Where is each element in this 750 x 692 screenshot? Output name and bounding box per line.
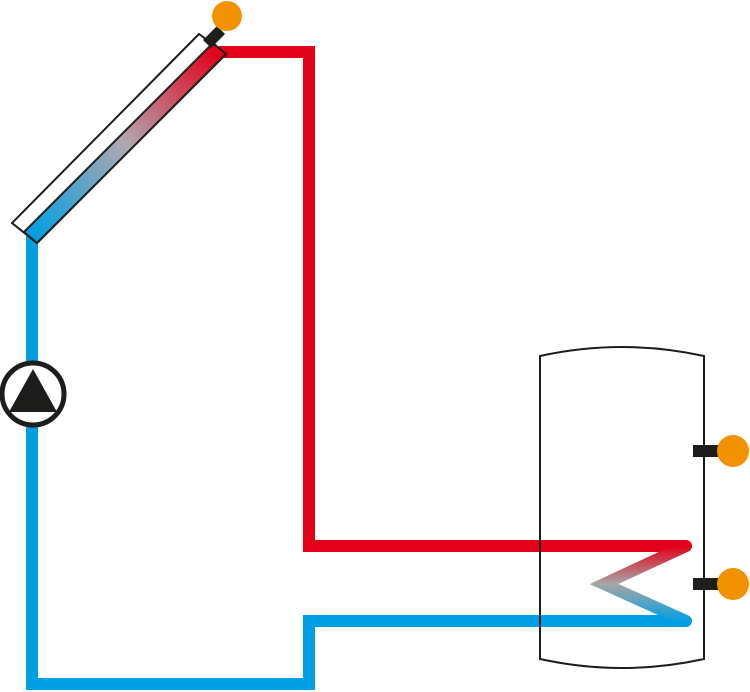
storage-tank <box>539 346 705 669</box>
collector-sensor-stem <box>203 26 225 48</box>
supply-pipe <box>219 46 686 552</box>
solar-collector <box>10 32 228 245</box>
tank-upper-sensor-stem <box>693 445 721 457</box>
tank-lower-sensor-stem <box>693 578 721 590</box>
tank-lower-temperature-sensor <box>693 568 749 600</box>
heat-exchanger-coil <box>589 540 692 627</box>
return-pipe <box>26 236 686 690</box>
pump-arrow-icon <box>9 369 57 412</box>
temperature-sensor-icon <box>717 568 749 600</box>
temperature-sensor-icon <box>212 1 242 31</box>
collector-temperature-sensor <box>203 1 242 48</box>
collector-absorber <box>22 41 228 245</box>
tank-upper-temperature-sensor <box>693 435 749 467</box>
circulation-pump <box>0 360 67 428</box>
temperature-sensor-icon <box>717 435 749 467</box>
